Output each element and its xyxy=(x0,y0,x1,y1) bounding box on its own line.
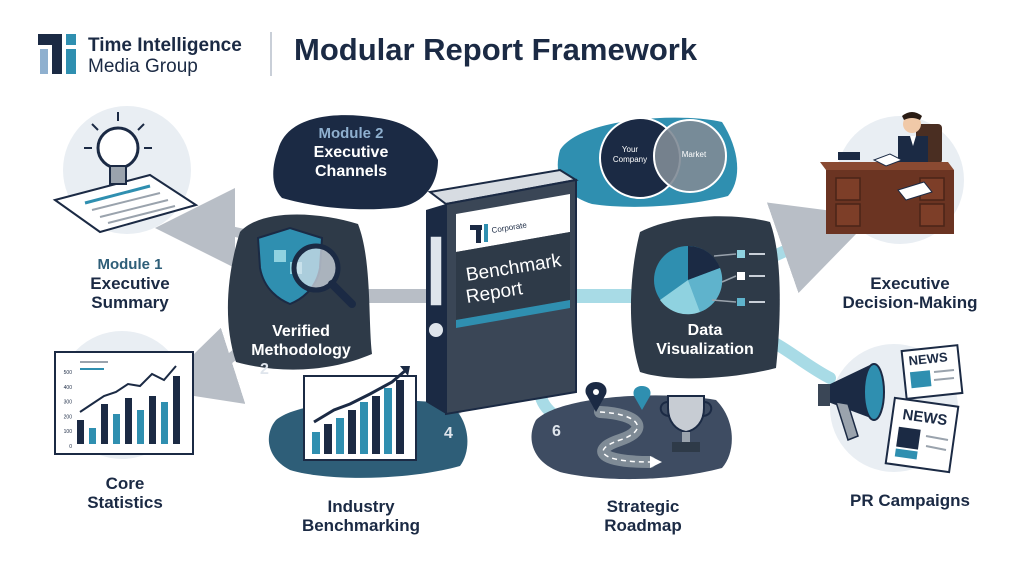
core-statistics-line2: Statistics xyxy=(87,493,163,512)
verified-methodology-label: Verified Methodology xyxy=(236,322,366,360)
executive-summary-module: Module 1 xyxy=(97,256,163,273)
lightbulb-icon xyxy=(84,112,152,185)
venn-left-line2: Company xyxy=(613,155,647,164)
tile-number-2: 2 xyxy=(260,361,269,378)
data-visualization-line1: Data xyxy=(687,322,723,339)
venn-right-label: Market xyxy=(682,150,707,159)
growth-chart-icon xyxy=(303,366,417,461)
stats-axis-tick: 0 xyxy=(69,444,72,450)
brand-logo-icon xyxy=(38,34,76,74)
trophy-icon xyxy=(659,395,713,452)
executive-summary-label: Module 1 Executive Summary xyxy=(60,255,200,312)
location-pin-icon xyxy=(585,382,607,412)
venn-left-line1: Your xyxy=(622,145,639,154)
brand-name: Time Intelligence Media Group xyxy=(88,35,242,77)
industry-benchmarking-line1: Industry xyxy=(327,497,395,516)
core-statistics-line1: Core xyxy=(105,474,145,493)
industry-benchmarking-line2: Benchmarking xyxy=(301,516,421,535)
strategic-roadmap-label: Strategic Roadmap xyxy=(578,497,708,535)
tile-number-6: 6 xyxy=(552,423,561,440)
pr-campaigns-label: PR Campaigns xyxy=(820,491,1000,510)
executive-channels-line2: Channels xyxy=(314,163,387,180)
venn-diagram xyxy=(599,117,727,199)
location-pin-icon-2 xyxy=(633,386,651,410)
newspaper-icon xyxy=(900,344,964,400)
newspaper-icon-2 xyxy=(884,396,960,474)
executive-decision-label: Executive Decision-Making xyxy=(820,274,1000,312)
stats-axis-tick: 300 xyxy=(64,400,73,406)
executive-channels-label: Module 2 Executive Channels xyxy=(286,124,416,181)
brand-name-line1: Time Intelligence xyxy=(88,35,242,56)
verified-methodology-line2: Methodology xyxy=(251,342,351,359)
executive-decision-line1: Executive xyxy=(870,274,950,293)
newspaper-label-2: NEWS xyxy=(901,406,948,429)
pr-campaigns-line1: PR Campaigns xyxy=(850,491,970,510)
pie-chart-icon xyxy=(654,245,765,315)
magnifier-icon xyxy=(291,243,356,308)
executive-channels-line1: Executive xyxy=(313,144,389,161)
executive-summary-line1: Executive xyxy=(90,274,170,293)
stats-axis-tick: 400 xyxy=(64,385,73,391)
header-divider xyxy=(270,32,272,76)
industry-benchmarking-label: Industry Benchmarking xyxy=(286,497,436,535)
stats-axis-tick: 100 xyxy=(64,429,73,435)
strategic-roadmap-line1: Strategic xyxy=(606,497,680,516)
core-statistics-illustration: 500 400 300 200 100 0 xyxy=(54,331,194,459)
tile-number-4: 4 xyxy=(444,425,453,442)
megaphone-icon xyxy=(818,363,885,441)
newspaper-label-1: NEWS xyxy=(908,349,949,368)
brand-name-line2: Media Group xyxy=(88,56,198,77)
data-visualization-line2: Visualization xyxy=(656,341,754,358)
stats-axis-tick: 500 xyxy=(64,370,73,376)
executive-decision-line2: Decision-Making xyxy=(842,293,978,312)
strategic-roadmap-line2: Roadmap xyxy=(604,516,682,535)
executive-decision-illustration xyxy=(820,112,964,244)
executive-channels-tile xyxy=(273,115,438,210)
data-visualization-label: Data Visualization xyxy=(640,321,770,359)
executive-summary-line2: Summary xyxy=(91,293,169,312)
verified-methodology-line1: Verified xyxy=(272,323,330,340)
roadmap-path-icon xyxy=(594,406,662,468)
core-statistics-label: Core Statistics xyxy=(65,474,185,512)
page-title: Modular Report Framework xyxy=(294,32,698,67)
executive-channels-module: Module 2 xyxy=(318,125,384,142)
stats-axis-tick: 200 xyxy=(64,414,73,420)
binder-logo-icon xyxy=(470,224,488,243)
